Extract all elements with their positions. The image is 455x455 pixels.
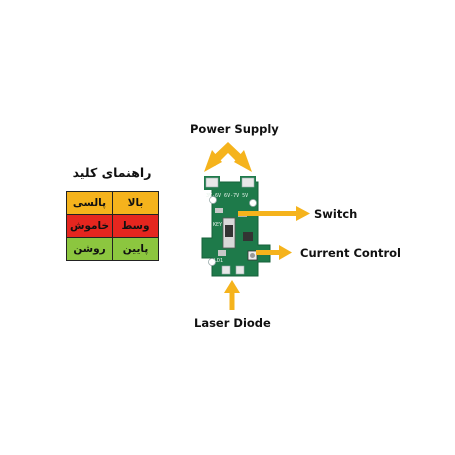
legend-cell-mode: خاموش (66, 214, 113, 238)
legend-row: پایین روشن (66, 237, 159, 261)
legend-row: وسط خاموش (66, 214, 159, 238)
power-supply-arrow (204, 142, 252, 172)
current-control-arrow (256, 245, 292, 260)
power-supply-label: Power Supply (190, 122, 279, 136)
current-control-label: Current Control (300, 246, 401, 260)
legend-row: بالا پالسی (66, 191, 159, 215)
legend-cell-mode: پالسی (66, 191, 113, 215)
switch-label: Switch (314, 207, 358, 221)
laser-diode-arrow (224, 280, 240, 310)
switch-arrow (238, 206, 310, 221)
legend-cell-mode: روشن (66, 237, 113, 261)
pcb-board (201, 176, 271, 277)
legend-cell-position: وسط (112, 214, 159, 238)
laser-diode-label: Laser Diode (194, 316, 271, 330)
legend-cell-position: بالا (112, 191, 159, 215)
board-mid-silk: KEY (213, 222, 223, 228)
legend-title: راهنمای کلید (72, 165, 152, 180)
legend-table: بالا پالسی وسط خاموش پایین روشن (66, 191, 159, 261)
board-top-silk: 3V-6V 6V-7V 5V (206, 193, 249, 199)
board-bottom-silk: LD1 (214, 258, 224, 264)
legend-cell-position: پایین (112, 237, 159, 261)
